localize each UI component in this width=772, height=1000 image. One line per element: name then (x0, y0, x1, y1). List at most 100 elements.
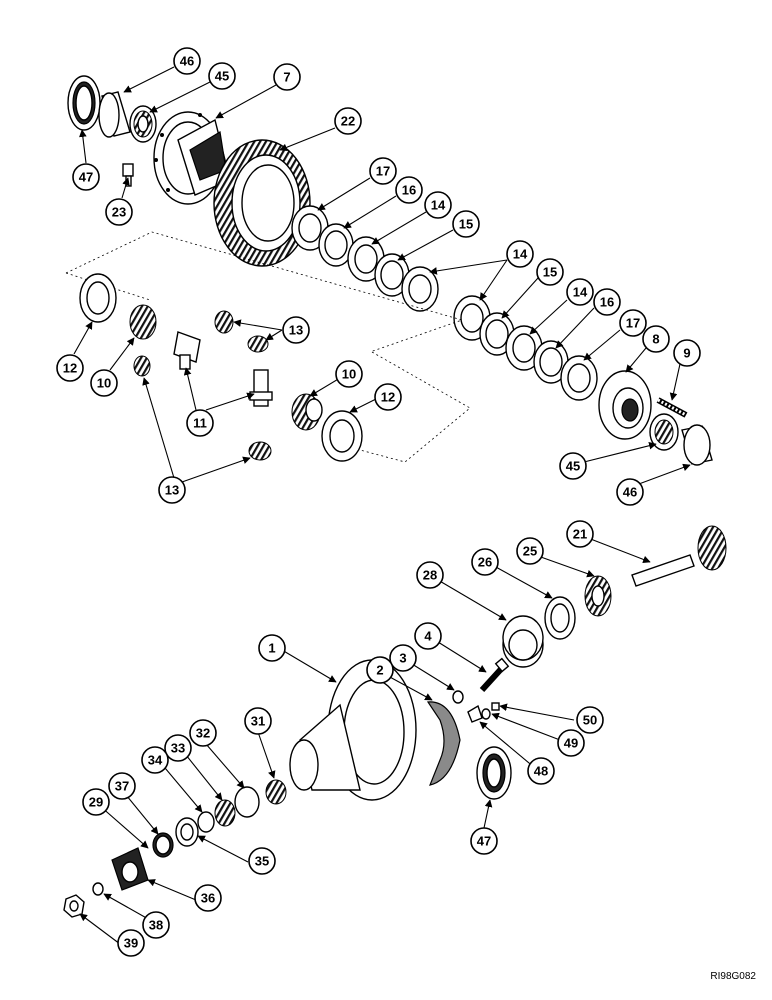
callout-12-right: 12 (374, 383, 402, 411)
callout-37: 37 (108, 772, 136, 800)
callout-25: 25 (516, 537, 544, 565)
svg-text:22: 22 (341, 114, 355, 129)
svg-text:47: 47 (79, 170, 93, 185)
svg-text:13: 13 (289, 323, 303, 338)
svg-text:34: 34 (148, 753, 163, 768)
callout-2: 2 (366, 656, 394, 684)
washer-49 (481, 708, 491, 720)
bearing-cup-32 (234, 786, 260, 818)
svg-text:1: 1 (268, 641, 275, 656)
callout-1: 1 (258, 634, 286, 662)
bearing-cone-31 (265, 779, 287, 805)
leader-lines (73, 66, 691, 945)
svg-text:16: 16 (600, 295, 614, 310)
svg-text:36: 36 (201, 891, 215, 906)
clip-48 (467, 704, 483, 723)
bearing-33 (214, 799, 236, 827)
callout-14-mid: 14 (506, 240, 534, 268)
svg-text:12: 12 (381, 390, 395, 405)
cross-shaft-11-a (173, 331, 201, 370)
svg-text:9: 9 (683, 346, 690, 361)
svg-text:23: 23 (112, 205, 126, 220)
callout-50: 50 (576, 706, 604, 734)
svg-text:45: 45 (215, 69, 229, 84)
svg-text:17: 17 (376, 164, 390, 179)
svg-text:48: 48 (534, 764, 548, 779)
callout-36: 36 (194, 884, 222, 912)
svg-text:45: 45 (566, 459, 580, 474)
callout-14-lower: 14 (566, 278, 594, 306)
callout-31: 31 (244, 707, 272, 735)
callout-49: 49 (557, 729, 585, 757)
nut-50 (491, 702, 500, 711)
washer-38 (92, 882, 104, 896)
differential-case-7 (153, 111, 231, 205)
svg-text:10: 10 (342, 367, 356, 382)
svg-text:28: 28 (423, 568, 437, 583)
svg-text:37: 37 (115, 779, 129, 794)
svg-text:33: 33 (171, 741, 185, 756)
bolt-23 (122, 163, 134, 187)
clutch-plate-14-mid (401, 266, 439, 312)
callout-17-upper: 17 (369, 157, 397, 185)
callout-26: 26 (471, 548, 499, 576)
svg-text:47: 47 (477, 834, 491, 849)
pinion-gear-13-a (214, 310, 234, 334)
callout-10-right: 10 (335, 360, 363, 388)
svg-text:49: 49 (564, 736, 578, 751)
side-gear-10-left (129, 304, 157, 340)
bearing-cone-25 (584, 575, 612, 617)
callout-45-top: 45 (208, 62, 236, 90)
side-gear-bearing-12-right (321, 410, 363, 462)
pinion-gear-13-d (248, 441, 272, 461)
washer-3 (452, 690, 464, 704)
svg-text:29: 29 (89, 795, 103, 810)
carrier-housing-1 (289, 659, 417, 801)
callout-28: 28 (416, 561, 444, 589)
spacer-28 (502, 615, 544, 668)
svg-text:50: 50 (583, 713, 597, 728)
callout-29: 29 (82, 788, 110, 816)
callout-45-lower: 45 (559, 452, 587, 480)
clutch-plate-14-lower-b (505, 325, 543, 371)
bolt-4 (479, 657, 510, 693)
figure-reference-code: RI98G082 (710, 971, 756, 982)
callout-16-lower: 16 (593, 288, 621, 316)
svg-text:46: 46 (180, 54, 194, 69)
callout-4: 4 (414, 622, 442, 650)
callout-23: 23 (105, 198, 133, 226)
svg-text:12: 12 (63, 361, 77, 376)
svg-text:2: 2 (376, 663, 383, 678)
callout-34: 34 (141, 746, 169, 774)
ring-37 (152, 832, 174, 858)
clutch-disc-16-upper (318, 223, 354, 267)
svg-text:3: 3 (399, 651, 406, 666)
svg-text:16: 16 (402, 183, 416, 198)
pinion-gear-13-b (247, 335, 269, 353)
callout-11: 11 (186, 409, 214, 437)
svg-text:26: 26 (478, 555, 492, 570)
callout-10-left: 10 (90, 369, 118, 397)
svg-text:31: 31 (251, 714, 265, 729)
svg-text:15: 15 (543, 265, 557, 280)
svg-text:21: 21 (573, 527, 587, 542)
bolt-9 (656, 397, 688, 418)
svg-text:4: 4 (424, 629, 432, 644)
svg-text:11: 11 (193, 416, 207, 431)
shim-34 (197, 811, 215, 833)
bearing-cup-47-top (67, 75, 101, 131)
bracket-2 (426, 701, 461, 786)
callout-39: 39 (117, 929, 145, 957)
callout-32: 32 (189, 719, 217, 747)
bearing-cup-47-lower (476, 746, 512, 800)
svg-text:14: 14 (513, 247, 528, 262)
svg-text:46: 46 (623, 485, 637, 500)
svg-text:38: 38 (149, 918, 163, 933)
callout-35: 35 (248, 847, 276, 875)
callout-47-top: 47 (72, 163, 100, 191)
svg-text:32: 32 (196, 726, 210, 741)
clutch-disc-15-lower (479, 312, 515, 356)
svg-text:14: 14 (573, 285, 588, 300)
svg-text:7: 7 (283, 70, 290, 85)
svg-text:10: 10 (97, 376, 111, 391)
